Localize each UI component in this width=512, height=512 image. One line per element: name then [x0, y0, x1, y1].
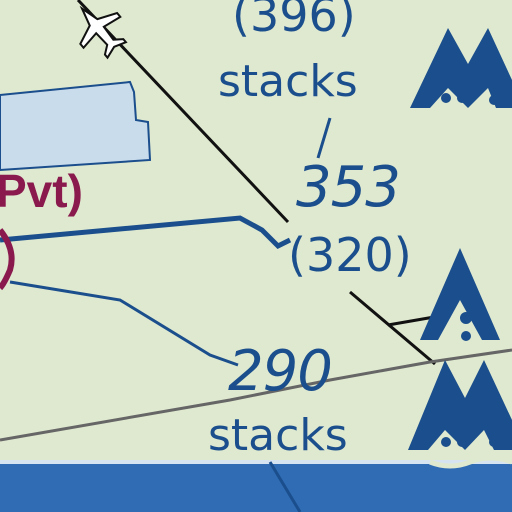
leader-line — [9, 280, 239, 367]
route-line — [76, 0, 290, 224]
private-airport-circle — [0, 228, 15, 291]
powerline — [0, 348, 512, 442]
tower-group-icon — [410, 28, 512, 108]
obstruction-agl-top: (396) — [232, 0, 356, 42]
airspace-area — [0, 80, 152, 172]
water-body — [0, 462, 512, 512]
leader-line-2 — [316, 117, 332, 159]
tower-group-icon-lower — [408, 360, 512, 450]
stacks-label-lower: stacks — [208, 410, 348, 461]
river-line — [268, 461, 302, 512]
tower-icon — [420, 248, 500, 341]
obstruction-agl-320: (320) — [288, 228, 412, 282]
airplane-icon — [79, 5, 128, 60]
stacks-label-top: stacks — [218, 56, 358, 107]
private-airport-label: Pvt) — [0, 165, 83, 217]
obstruction-msl-290: 290 — [228, 339, 333, 404]
route-line-lower — [349, 290, 436, 366]
shore-line — [429, 455, 512, 469]
boundary-line — [0, 215, 292, 250]
obstruction-msl-353: 353 — [296, 155, 401, 220]
